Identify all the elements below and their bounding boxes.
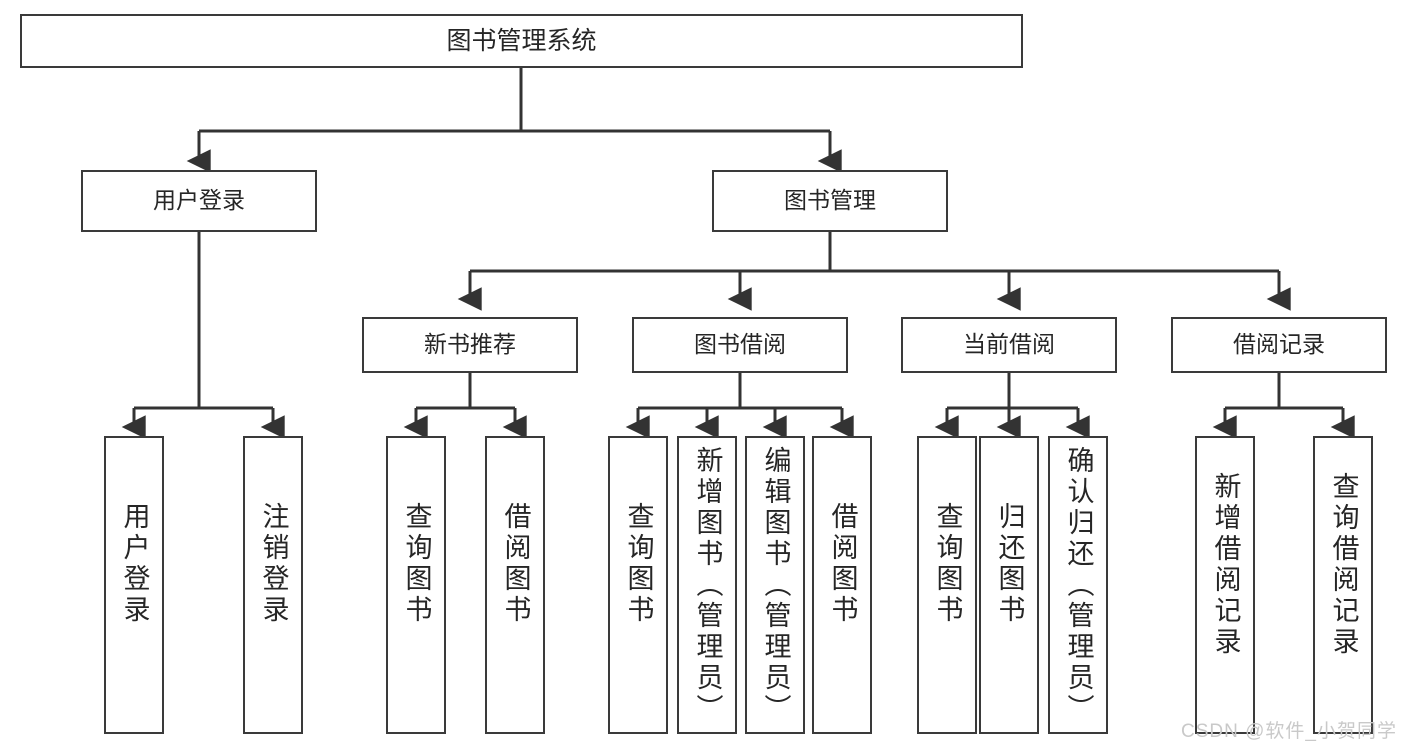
node-label: 编辑图书（管理员） <box>760 446 791 725</box>
leaf-node-add-record[interactable]: 新增借阅记录 <box>1195 436 1255 734</box>
leaf-node-query-record[interactable]: 查询借阅记录 <box>1313 436 1373 734</box>
node-label: 用户登录 <box>153 187 245 214</box>
node-borrow-record[interactable]: 借阅记录 <box>1171 317 1387 373</box>
node-label: 确认归还（管理员） <box>1063 446 1094 725</box>
node-label: 新增图书（管理员） <box>692 446 723 725</box>
node-label: 图书管理系统 <box>446 27 597 55</box>
leaf-node-confirm-return[interactable]: 确认归还（管理员） <box>1048 436 1108 734</box>
node-book-borrow[interactable]: 图书借阅 <box>632 317 848 373</box>
node-label: 借阅记录 <box>1233 331 1325 358</box>
node-new-book-recommend[interactable]: 新书推荐 <box>362 317 578 373</box>
node-label: 归还图书 <box>994 502 1025 626</box>
leaf-node-query-book-2[interactable]: 查询图书 <box>608 436 668 734</box>
node-current-borrow[interactable]: 当前借阅 <box>901 317 1117 373</box>
node-book-manage[interactable]: 图书管理 <box>712 170 948 232</box>
node-label: 借阅图书 <box>500 502 531 626</box>
leaf-node-edit-book[interactable]: 编辑图书（管理员） <box>745 436 805 734</box>
node-label: 当前借阅 <box>963 331 1055 358</box>
leaf-node-logout[interactable]: 注销登录 <box>243 436 303 734</box>
node-root-book-management-system[interactable]: 图书管理系统 <box>20 14 1023 68</box>
leaf-node-user-login[interactable]: 用户登录 <box>104 436 164 734</box>
node-label: 查询图书 <box>623 502 654 626</box>
leaf-node-return-book[interactable]: 归还图书 <box>979 436 1039 734</box>
node-label: 用户登录 <box>119 502 150 626</box>
node-label: 图书借阅 <box>694 331 786 358</box>
leaf-node-add-book[interactable]: 新增图书（管理员） <box>677 436 737 734</box>
leaf-node-borrow-book-2[interactable]: 借阅图书 <box>812 436 872 734</box>
node-label: 查询图书 <box>932 502 963 626</box>
leaf-node-query-book-1[interactable]: 查询图书 <box>386 436 446 734</box>
node-label: 新增借阅记录 <box>1210 472 1241 658</box>
node-label: 查询借阅记录 <box>1328 472 1359 658</box>
leaf-node-query-book-3[interactable]: 查询图书 <box>917 436 977 734</box>
node-label: 查询图书 <box>401 502 432 626</box>
node-label: 借阅图书 <box>827 502 858 626</box>
node-label: 图书管理 <box>784 187 876 214</box>
node-label: 注销登录 <box>258 502 289 626</box>
node-user-login[interactable]: 用户登录 <box>81 170 317 232</box>
leaf-node-borrow-book-1[interactable]: 借阅图书 <box>485 436 545 734</box>
node-label: 新书推荐 <box>424 331 516 358</box>
